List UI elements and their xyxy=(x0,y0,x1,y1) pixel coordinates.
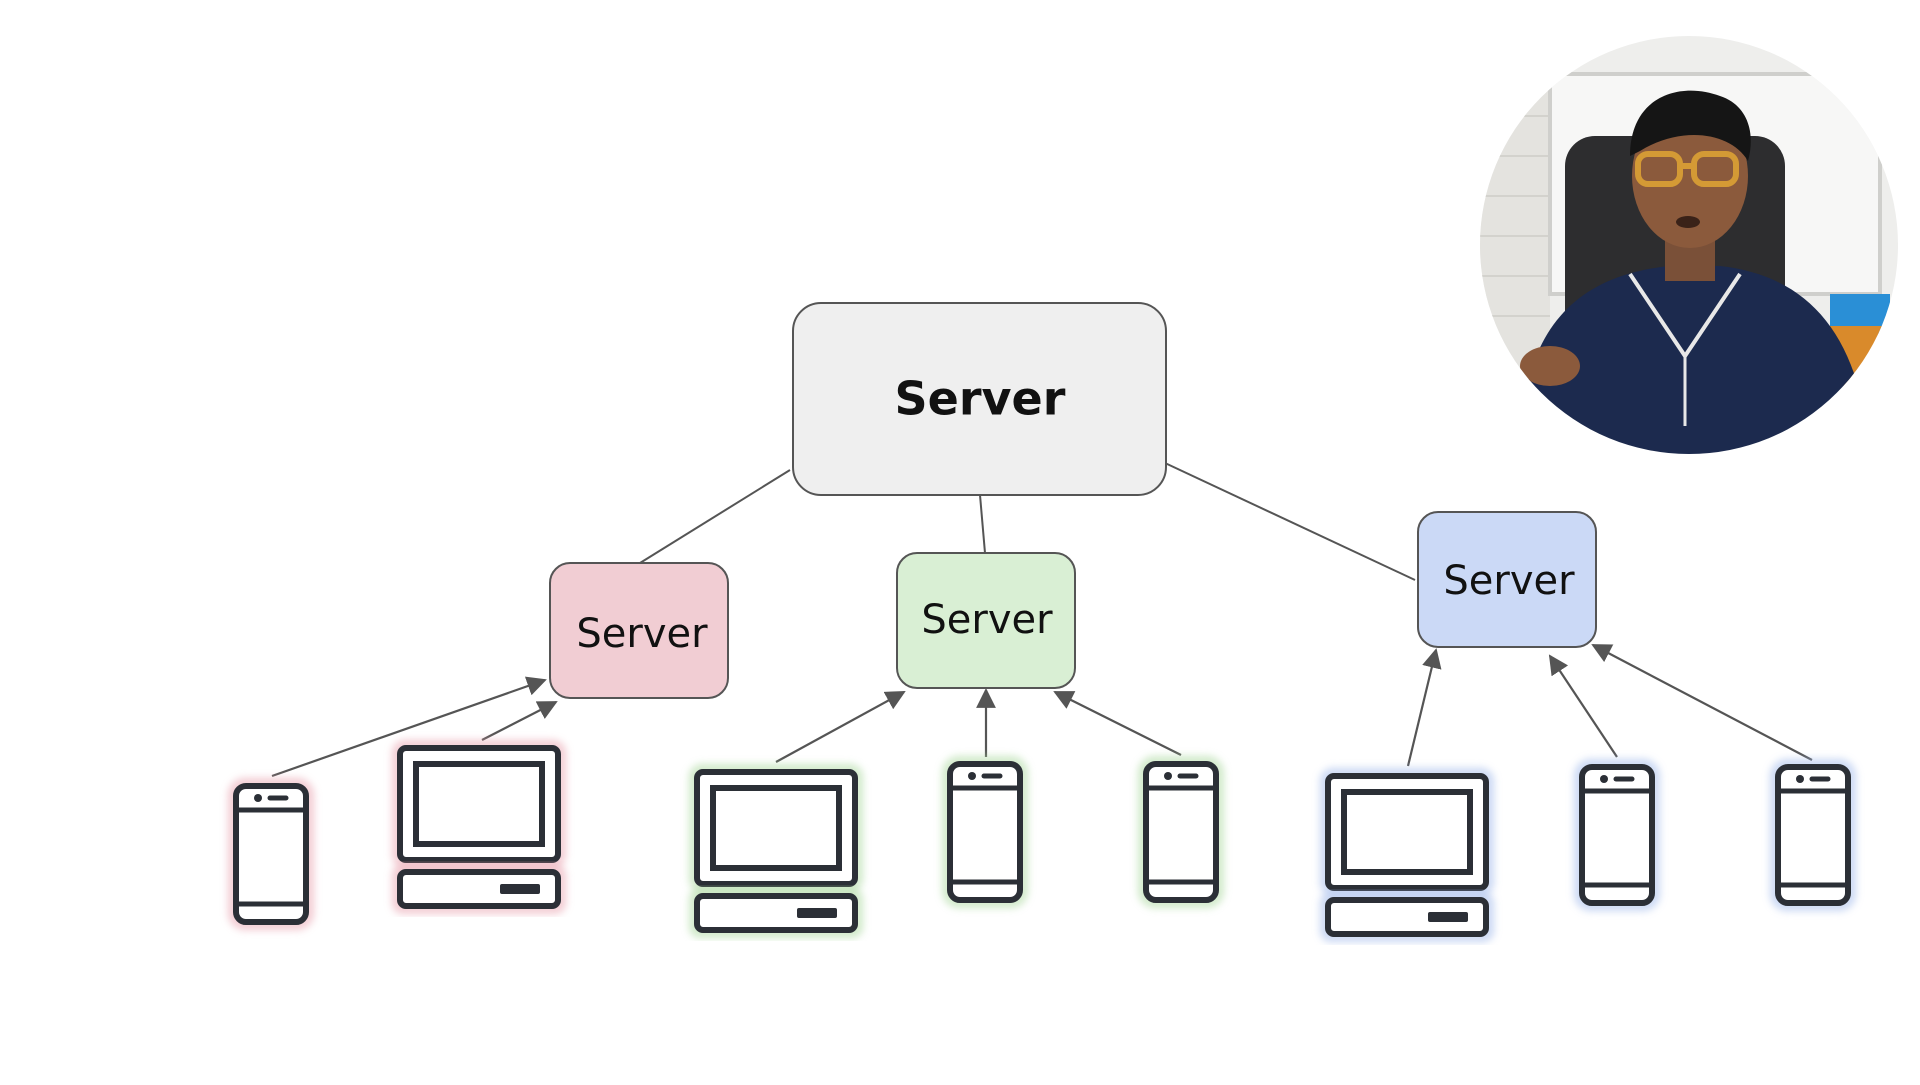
server-2-label: Server xyxy=(921,597,1053,643)
server-2-box xyxy=(896,552,1076,689)
connector-root-to-server-1 xyxy=(639,469,791,564)
server-3-label: Server xyxy=(1443,558,1575,604)
presenter-webcam xyxy=(1480,36,1898,454)
root-server-node: Server xyxy=(792,302,1167,496)
laptop-icon xyxy=(1320,768,1494,942)
presenter-video-icon xyxy=(1480,36,1898,454)
arrow-laptop-2-to-server-2 xyxy=(775,691,906,763)
client-devices xyxy=(228,740,1856,942)
server-3-box xyxy=(1417,511,1597,648)
laptop-icon xyxy=(689,764,863,938)
laptop-icon xyxy=(392,740,566,914)
root-connectors xyxy=(639,462,1416,581)
connector-root-to-server-3 xyxy=(1164,462,1416,581)
arrow-phone-3-to-server-2 xyxy=(1053,691,1182,756)
arrow-laptop-3-to-server-3 xyxy=(1406,648,1442,767)
server-node-3: Server xyxy=(1417,511,1597,648)
arrow-phone-4-to-server-3 xyxy=(1548,654,1618,758)
arrow-laptop-1-to-server-1 xyxy=(481,701,558,741)
server-node-1: Server xyxy=(549,562,729,699)
root-server-box xyxy=(792,302,1167,496)
phone-icon xyxy=(1574,759,1660,911)
phone-icon xyxy=(228,778,314,930)
arrow-phone-5-to-server-3 xyxy=(1591,644,1813,761)
phone-icon xyxy=(1138,756,1224,908)
server-node-2: Server xyxy=(896,552,1076,689)
client-arrows xyxy=(271,644,1813,778)
server-1-label: Server xyxy=(576,611,708,657)
arrow-phone-1-to-server-1 xyxy=(271,676,547,778)
root-server-label: Server xyxy=(895,372,1066,426)
phone-icon xyxy=(1770,759,1856,911)
connector-root-to-server-2 xyxy=(979,494,986,554)
server-1-box xyxy=(549,562,729,699)
phone-icon xyxy=(942,756,1028,908)
